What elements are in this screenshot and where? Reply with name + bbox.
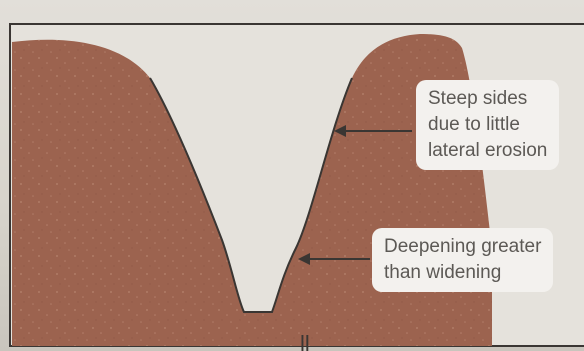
steep-sides-label: Steep sides due to little lateral erosio…	[416, 80, 559, 170]
deepening-label: Deepening greater than widening	[372, 228, 553, 292]
caption-fragment: ll	[300, 331, 310, 351]
